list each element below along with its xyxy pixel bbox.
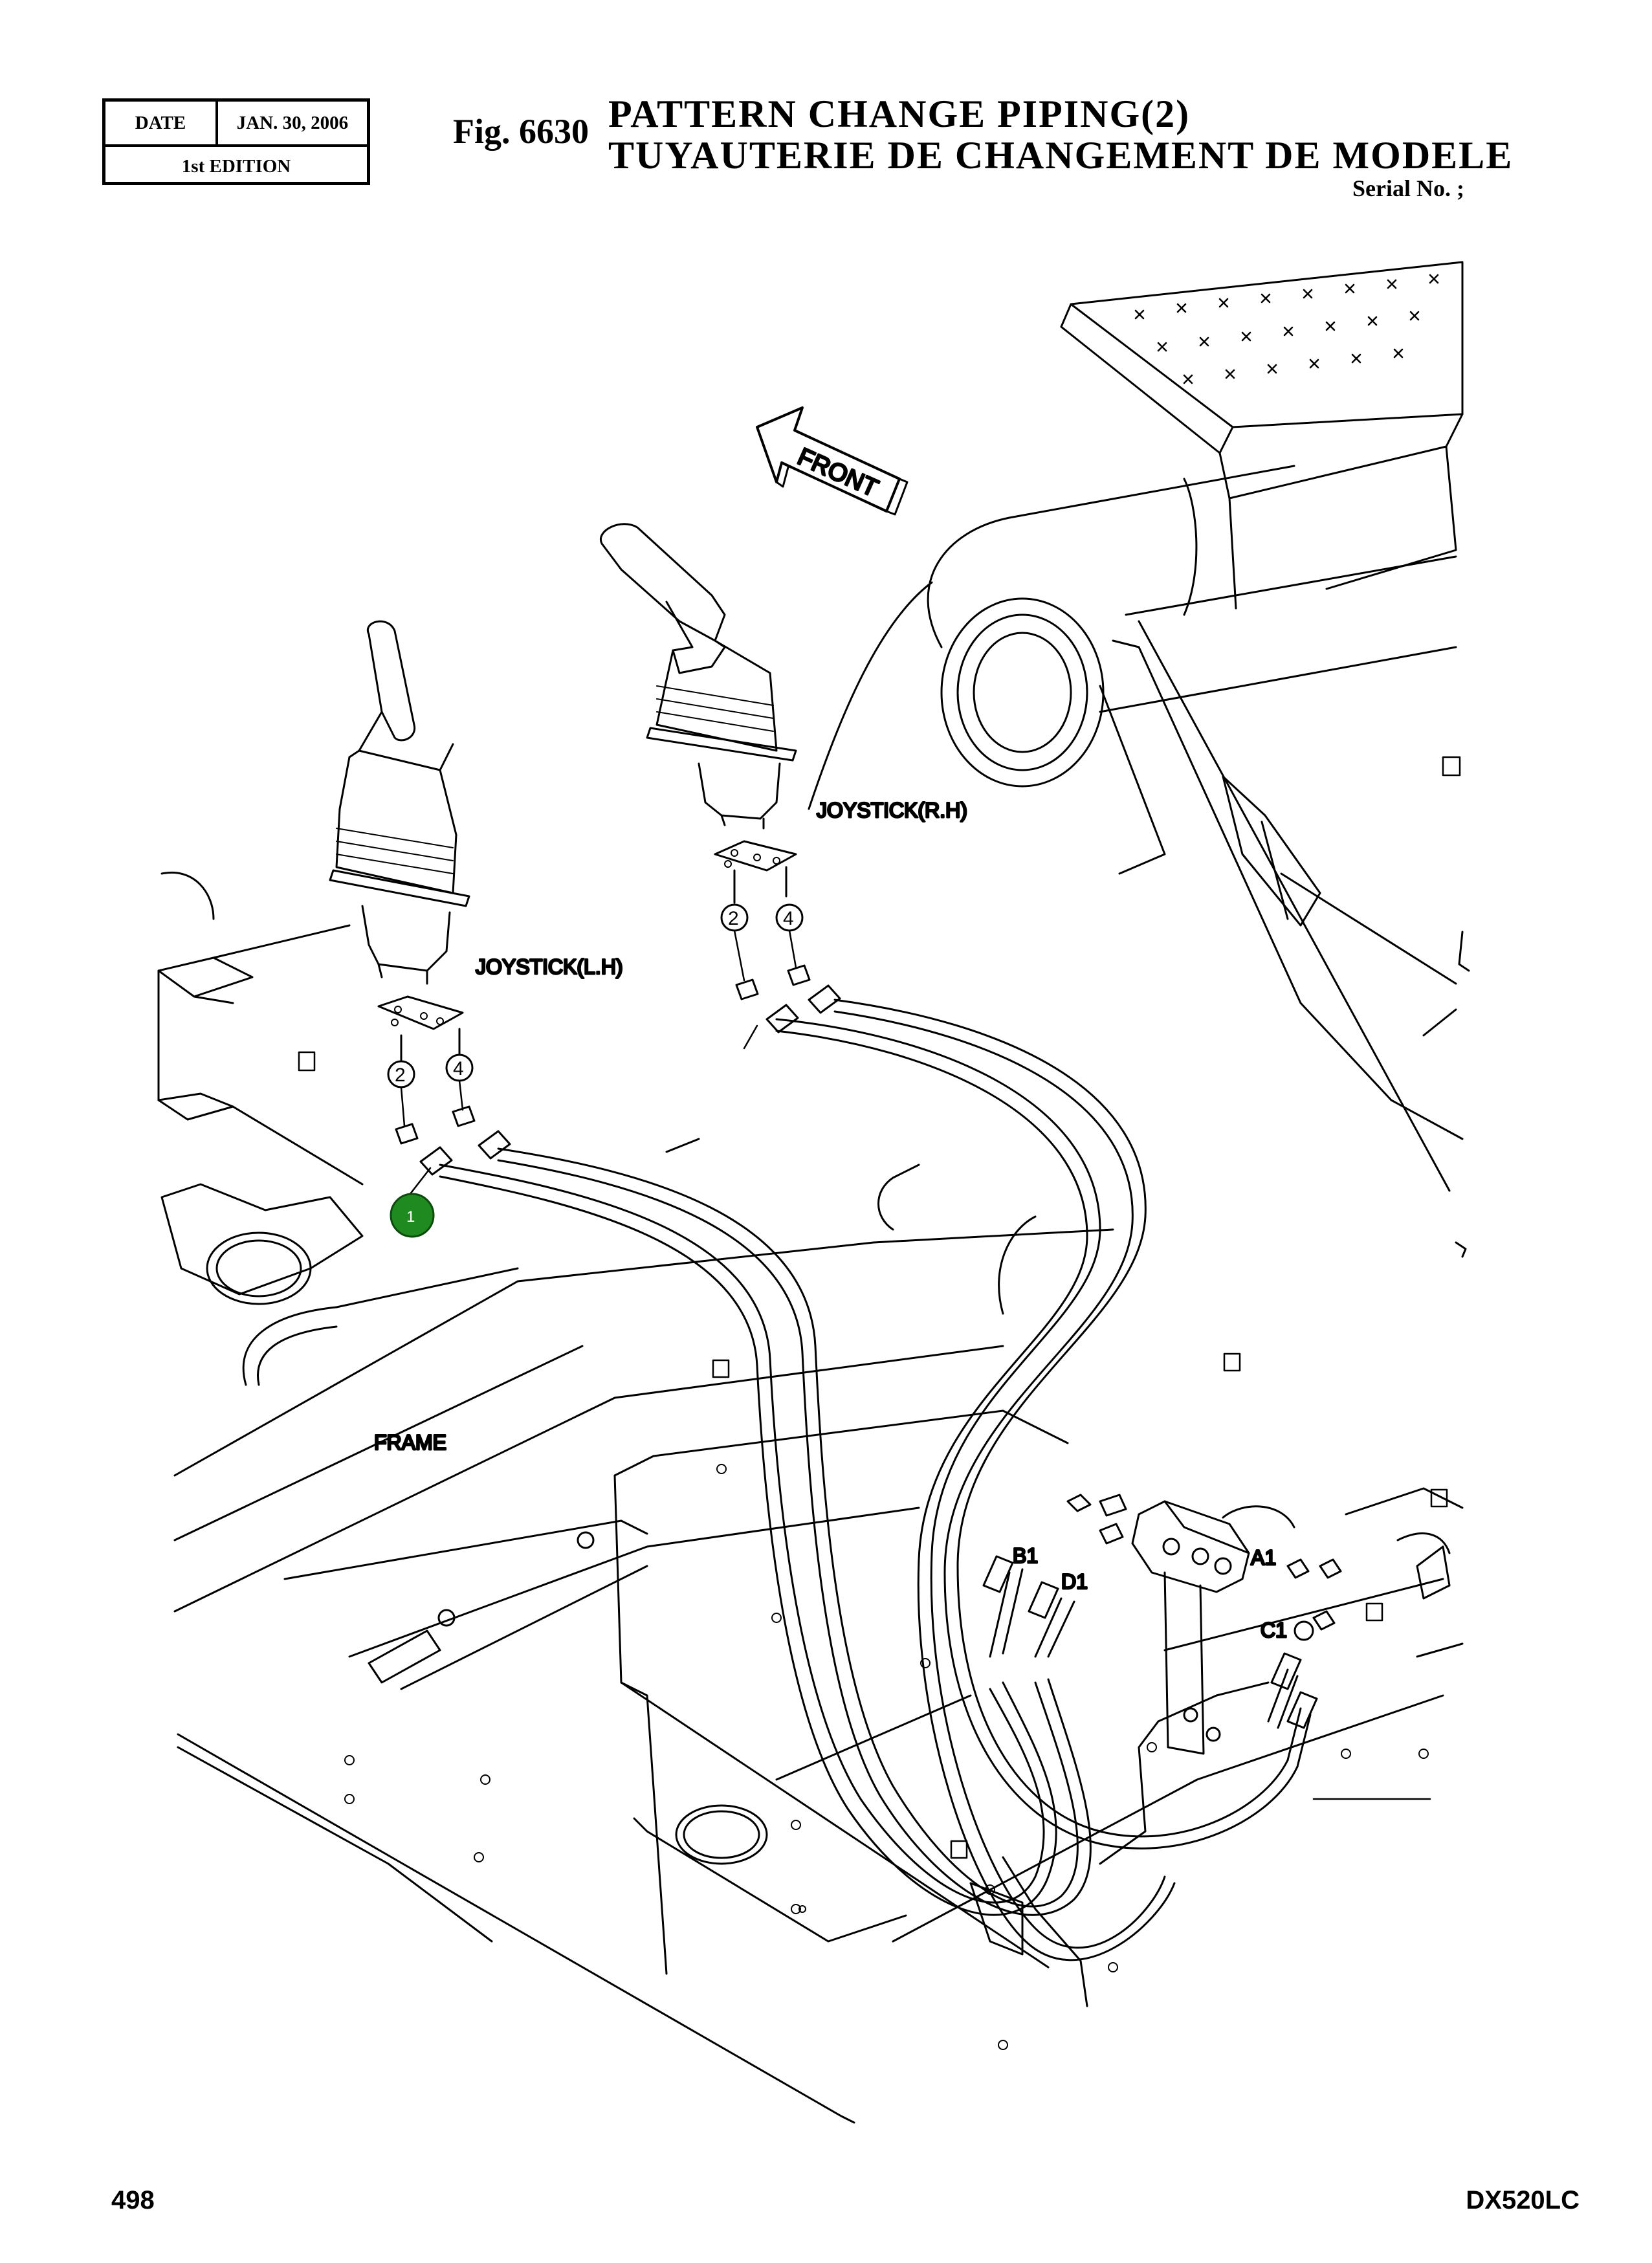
- port-b1-label: B1: [1013, 1544, 1038, 1567]
- date-box: DATE JAN. 30, 2006 1st EDITION: [102, 98, 370, 185]
- item-1-marker[interactable]: [390, 1193, 435, 1238]
- title-french: TUYAUTERIE DE CHANGEMENT DE MODELE: [608, 134, 1514, 177]
- pattern-change-valve: [1066, 1494, 1342, 1755]
- date-row: DATE JAN. 30, 2006: [105, 102, 367, 147]
- rh-callout-4-text: 4: [783, 908, 794, 929]
- rh-callout-4: 4: [775, 903, 804, 932]
- item-1-label: 1: [406, 1208, 415, 1226]
- date-value: JAN. 30, 2006: [236, 112, 349, 133]
- lh-fittings: [395, 1105, 511, 1176]
- model-name: DX520LC: [1466, 2186, 1580, 2214]
- page-number: 498: [111, 2186, 155, 2214]
- valve-side-fittings: [982, 1555, 1318, 1729]
- lh-callout-2: 2: [387, 1060, 415, 1088]
- boom-structure: [808, 465, 1470, 1258]
- front-label: FRONT: [793, 443, 882, 503]
- rh-callout-2-text: 2: [728, 908, 739, 929]
- lh-callout-2-text: 2: [395, 1065, 406, 1086]
- title-english: PATTERN CHANGE PIPING(2): [608, 93, 1191, 135]
- lh-callout-4: 4: [445, 1054, 474, 1082]
- joystick-lh: [329, 620, 470, 1063]
- joystick-lh-label: JOYSTICK(L.H): [476, 955, 623, 978]
- front-arrow: [756, 406, 909, 516]
- edition-label: 1st EDITION: [181, 155, 291, 177]
- serial-number: Serial No. ;: [1352, 175, 1464, 201]
- figure-number: Fig. 6630: [453, 112, 589, 151]
- port-d1-label: D1: [1061, 1570, 1088, 1593]
- rh-fittings: [735, 964, 841, 1033]
- lh-callout-4-text: 4: [453, 1058, 464, 1079]
- hoses: [439, 999, 1312, 1961]
- port-a1-label: A1: [1251, 1546, 1276, 1569]
- rh-callout-2: 2: [720, 903, 749, 932]
- joystick-rh-label: JOYSTICK(R.H): [817, 799, 967, 822]
- frame-label: FRAME: [374, 1431, 446, 1454]
- date-label: DATE: [105, 102, 218, 144]
- frame: [157, 872, 1464, 2124]
- joystick-rh: [599, 523, 797, 904]
- step-plate: [1060, 261, 1464, 616]
